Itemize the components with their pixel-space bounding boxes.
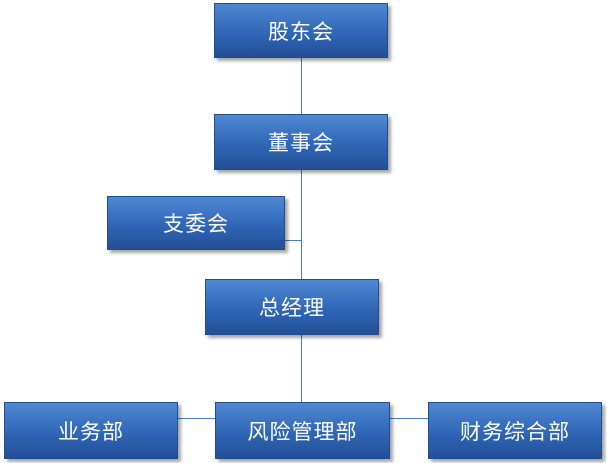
node-party-branch: 支委会 (107, 196, 285, 250)
node-risk-dept: 风险管理部 (215, 402, 390, 459)
connector-general-manager-risk (301, 335, 302, 402)
connector-risk-finance (390, 418, 428, 419)
node-label: 风险管理部 (247, 419, 358, 444)
node-finance-dept: 财务综合部 (428, 402, 602, 459)
node-board: 董事会 (214, 114, 388, 170)
node-shareholders: 股东会 (214, 3, 388, 58)
node-label: 业务部 (58, 419, 124, 444)
connector-business-risk (178, 418, 215, 419)
node-label: 支委会 (163, 212, 229, 236)
connector-board-general-manager (301, 170, 302, 279)
connector-shareholders-board (301, 58, 302, 114)
node-label: 董事会 (268, 131, 334, 155)
node-label: 财务综合部 (460, 419, 570, 444)
node-label: 股东会 (268, 19, 334, 44)
connector-party-branch (285, 240, 301, 241)
node-general-manager: 总经理 (205, 279, 379, 335)
node-label: 总经理 (259, 296, 325, 320)
node-business-dept: 业务部 (4, 402, 178, 459)
